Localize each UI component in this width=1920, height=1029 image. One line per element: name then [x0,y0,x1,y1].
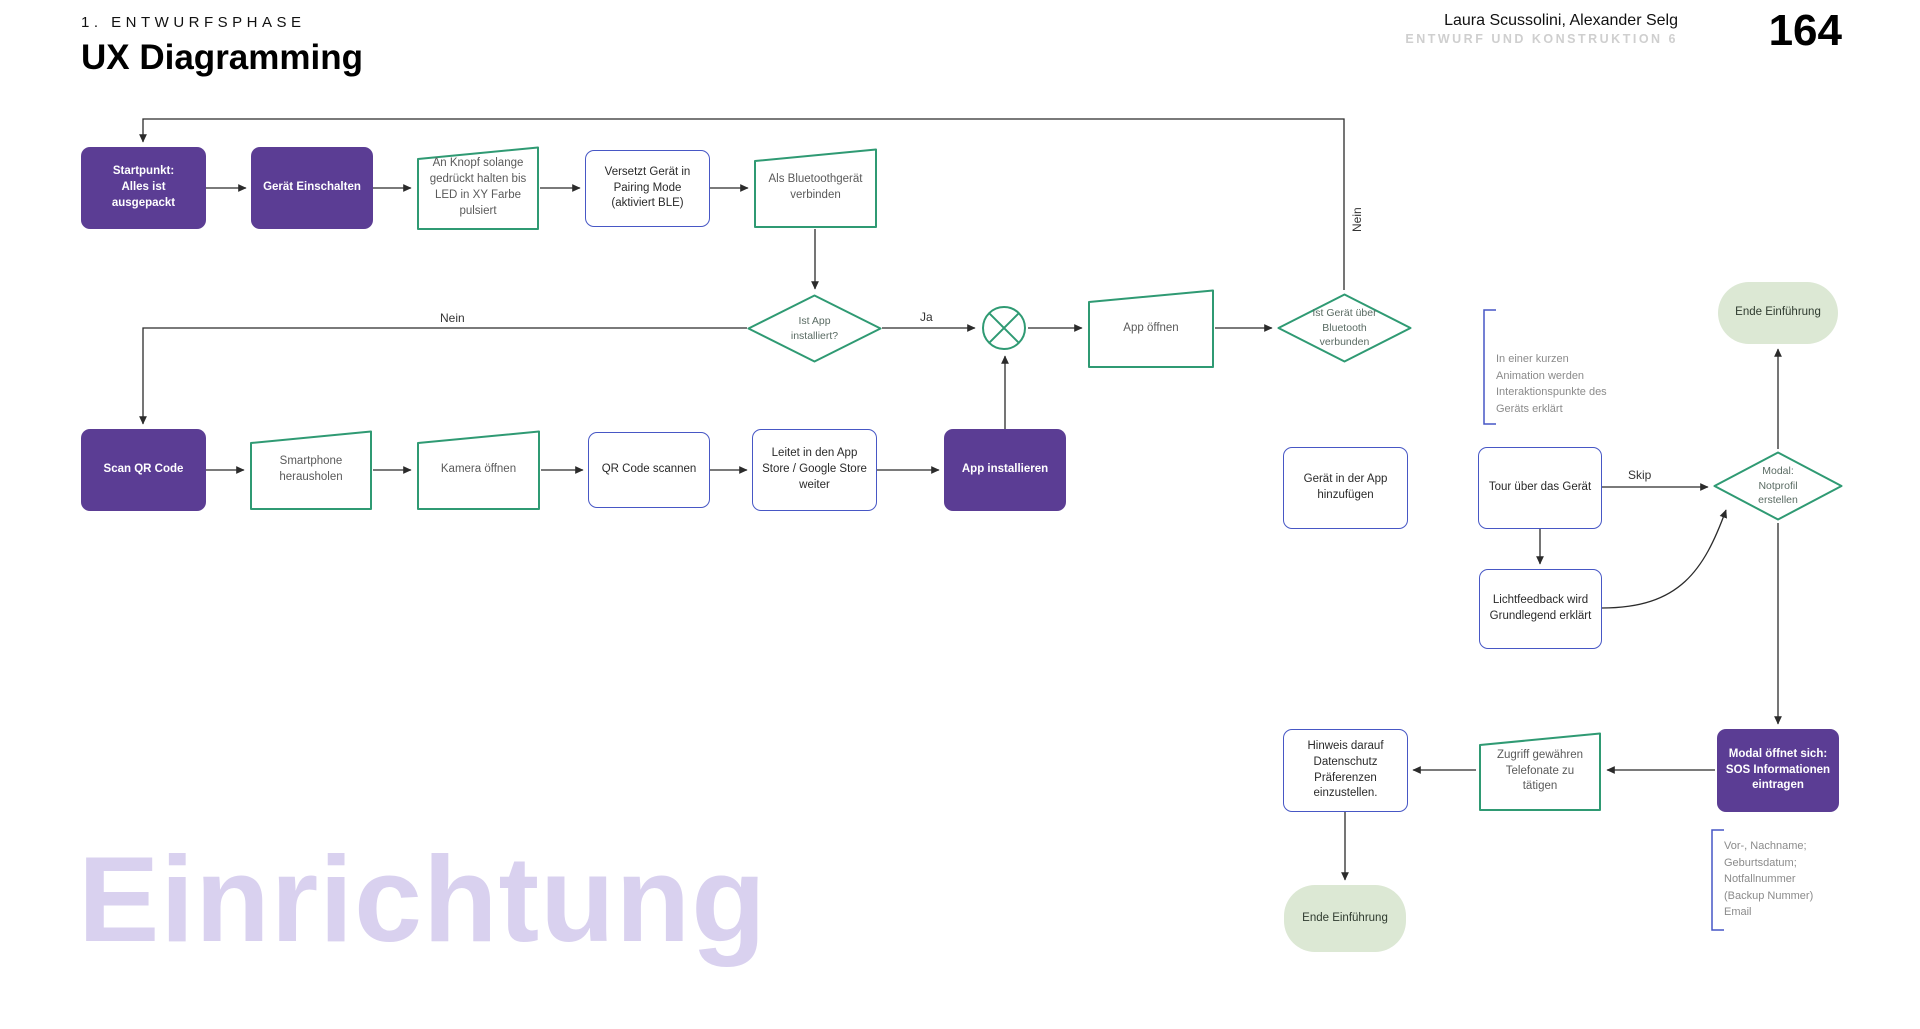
flag-shape [417,146,539,230]
course-name: ENTWURF UND KONSTRUKTION 6 [1405,32,1678,46]
flag-shape [1479,732,1601,811]
node-startpunkt: Startpunkt: Alles ist ausgepackt [81,147,206,229]
merge-junction [980,304,1028,352]
edge-label-skip: Skip [1628,468,1652,482]
node-knopf-halten: An Knopf solange gedrückt halten bis LED… [416,145,540,231]
edge-label-nein-left: Nein [440,311,465,325]
crossed-circle-icon [982,306,1026,350]
flag-shape [417,430,540,510]
node-scan-qr: Scan QR Code [81,429,206,511]
header-right: Laura Scussolini, Alexander Selg ENTWURF… [1405,12,1678,46]
edge-label-ja: Ja [920,310,933,324]
node-zugriff-gewaehren: Zugriff gewähren Telefonate zu tätigen [1478,731,1602,812]
annotation-bracket-sos-fields [1711,829,1724,931]
connector-istapp-nein-scanqr [139,327,747,425]
flag-shape [1088,289,1214,368]
annotation-bracket-animation [1483,309,1496,425]
node-app-oeffnen: App öffnen [1087,288,1215,369]
node-tour: Tour über das Gerät [1478,447,1602,529]
node-ende-einfuehrung-1: Ende Einführung [1718,282,1838,344]
section-heading: 1. ENTWURFSPHASE [81,14,306,31]
diamond-shape [1277,293,1412,363]
node-geraet-hinzufuegen: Gerät in der App hinzufügen [1283,447,1408,529]
node-bluetooth-verbinden: Als Bluetoothgerät verbinden [753,147,878,229]
annotation-animation: In einer kurzen Animation werden Interak… [1496,353,1607,415]
edge-label-nein-top: Nein [1350,207,1364,232]
node-qr-scannen: QR Code scannen [588,432,710,508]
node-ist-geraet-verbunden: Ist Gerät über Bluetooth verbunden [1277,293,1412,363]
node-modal-notprofil: Modal: Notprofil erstellen [1713,451,1843,521]
diamond-shape [747,294,882,363]
node-hinweis-datenschutz: Hinweis darauf Datenschutz Präferenzen e… [1283,729,1408,812]
node-sos-modal: Modal öffnet sich: SOS Informationen ein… [1717,729,1839,812]
authors: Laura Scussolini, Alexander Selg [1444,12,1678,29]
node-pairing-mode: Versetzt Gerät in Pairing Mode (aktivier… [585,150,710,227]
diamond-shape [1713,451,1843,521]
node-leitet-appstore: Leitet in den App Store / Google Store w… [752,429,877,511]
node-kamera: Kamera öffnen [416,429,541,511]
flag-shape [754,148,877,228]
watermark-text: Einrichtung [78,831,767,967]
node-smartphone: Smartphone herausholen [249,429,373,511]
page-number: 164 [1768,6,1842,55]
node-ende-einfuehrung-2: Ende Einführung [1284,885,1406,952]
node-lichtfeedback: Lichtfeedback wird Grundlegend erklärt [1479,569,1602,649]
flag-shape [250,430,372,510]
node-ist-app-installiert: Ist App installiert? [747,294,882,363]
node-app-installieren: App installieren [944,429,1066,511]
connector-lichtfeedback-modal [1601,509,1727,609]
annotation-sos-fields: Vor-, Nachname; Geburtsdatum; Notfallnum… [1724,840,1814,918]
node-geraet-einschalten: Gerät Einschalten [251,147,373,229]
page-title: UX Diagramming [81,38,363,77]
